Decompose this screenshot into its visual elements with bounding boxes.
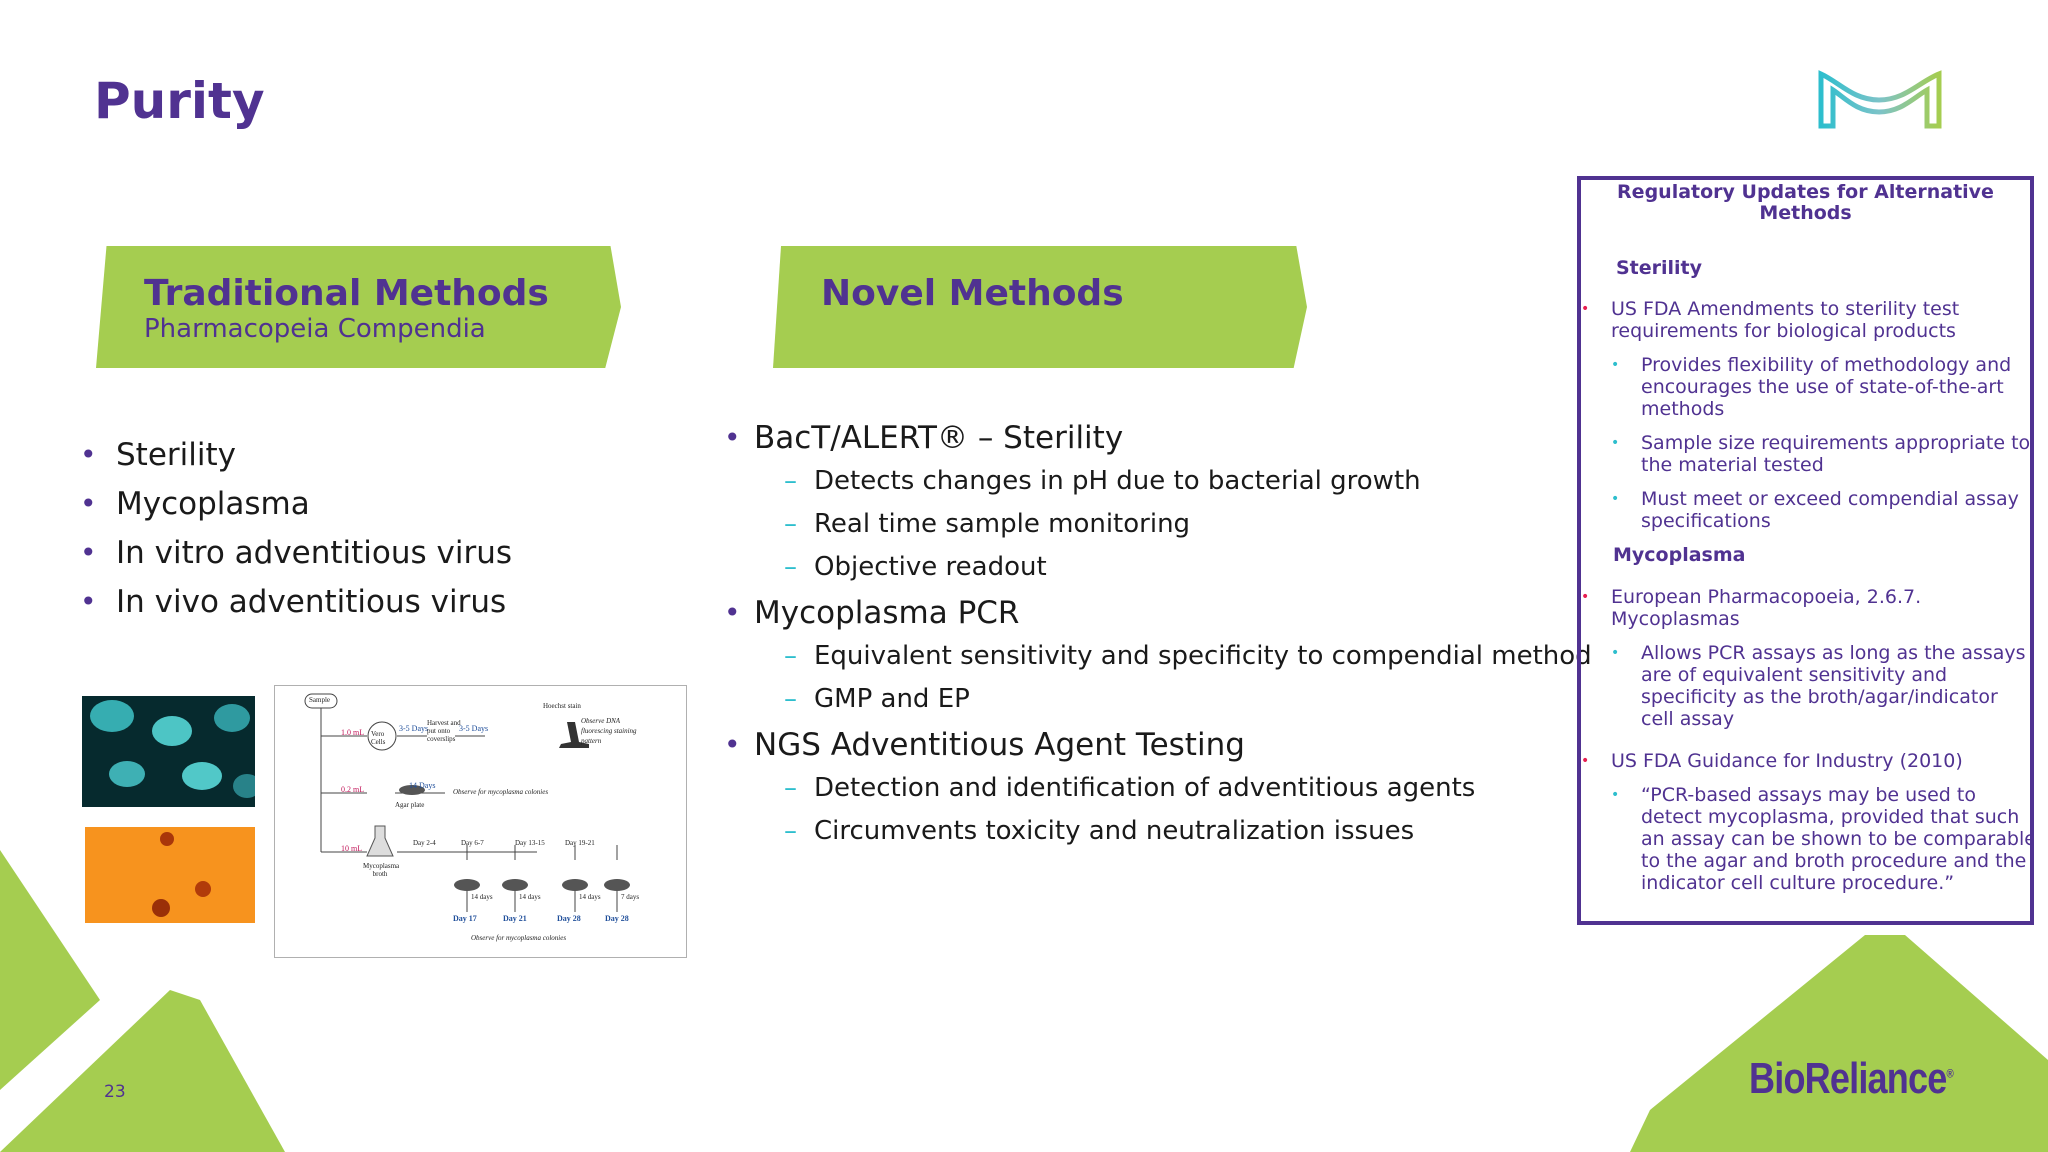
- diagram-14-days: 14 Days: [409, 781, 436, 790]
- list-subitem: Detects changes in pH due to bacterial g…: [784, 464, 1592, 498]
- diagram-final-day: Day 28: [557, 914, 581, 923]
- brand-mark: ®: [1946, 1066, 1954, 1081]
- microscope-icon: [559, 722, 589, 748]
- novel-list: BacT/ALERT® – Sterility Detects changes …: [724, 418, 1592, 848]
- traditional-banner: Traditional Methods Pharmacopeia Compend…: [96, 246, 621, 368]
- diagram-sub-day: Day 13-15: [515, 839, 545, 847]
- diagram-volume-2: 0.2 mL: [341, 785, 365, 794]
- diagram-observe-colonies: Observe for mycoplasma colonies: [453, 788, 549, 796]
- diagram-vero: Vero Cells: [371, 730, 386, 746]
- list-subitem: Real time sample monitoring: [784, 507, 1592, 541]
- regulatory-panel: Regulatory Updates for Alternative Metho…: [1577, 176, 2034, 925]
- panel-title: Regulatory Updates for Alternative Metho…: [1617, 181, 1994, 224]
- petri-dish-icon: [399, 785, 630, 891]
- list-item: NGS Adventitious Agent Testing: [724, 725, 1592, 765]
- mycoplasma-colonies-image: [85, 827, 255, 923]
- panel-section-mycoplasma: Mycoplasma: [1613, 544, 1746, 566]
- panel-item: US FDA Guidance for Industry (2010): [1581, 750, 2030, 772]
- list-subitem: Equivalent sensitivity and specificity t…: [784, 639, 1592, 673]
- diagram-hoechst: Hoechst stain: [543, 702, 581, 710]
- list-subitem: Detection and identification of adventit…: [784, 771, 1592, 805]
- diagram-incubation: 14 days: [519, 893, 541, 901]
- diagram-sub-day: Day 2-4: [413, 839, 436, 847]
- diagram-incubation: 7 days: [621, 893, 640, 901]
- traditional-subheading: Pharmacopeia Compendia: [144, 314, 486, 344]
- diagram-volume-3: 10 mL: [341, 844, 363, 853]
- diagram-agar: Agar plate: [395, 801, 425, 809]
- diagram-volume-1: 1.0 mL: [341, 728, 365, 737]
- diagram-incubation: 14 days: [579, 893, 601, 901]
- diagram-sample-label: Sample: [309, 696, 330, 704]
- brand-logo: BioReliance®: [1749, 1054, 1954, 1104]
- diagram-broth: Mycoplasma broth: [363, 862, 400, 878]
- list-item: BacT/ALERT® – Sterility: [724, 418, 1592, 458]
- diagram-final-day: Day 17: [453, 914, 477, 923]
- diagram-observe-dna: Observe DNA fluorescing staining pattern: [581, 717, 637, 745]
- list-item: In vitro adventitious virus: [80, 533, 512, 582]
- panel-section-sterility: Sterility: [1616, 257, 1703, 279]
- list-subitem: Circumvents toxicity and neutralization …: [784, 814, 1592, 848]
- traditional-heading: Traditional Methods: [144, 273, 549, 314]
- mycoplasma-test-diagram: Sample 1.0 mL 0.2 mL 10 mL Vero Cells 3-…: [274, 685, 687, 958]
- novel-banner: Novel Methods: [773, 246, 1307, 368]
- flask-icon: [366, 825, 394, 857]
- diagram-days-a: 3-5 Days: [399, 724, 429, 733]
- list-item: Mycoplasma: [80, 484, 512, 533]
- list-subitem: GMP and EP: [784, 682, 1592, 716]
- diagram-final-day: Day 28: [605, 914, 629, 923]
- merck-logo-icon: [1818, 70, 1942, 129]
- page-number: 23: [104, 1082, 126, 1102]
- diagram-final-day: Day 21: [503, 914, 527, 923]
- diagram-sub-day: Day 6-7: [461, 839, 484, 847]
- diagram-incubation: 14 days: [471, 893, 493, 901]
- diagram-harvest: Harvest and put onto coverslips: [427, 719, 461, 743]
- page-title: Purity: [94, 72, 265, 130]
- panel-item: US FDA Amendments to sterility test requ…: [1581, 298, 2011, 342]
- list-item: Sterility: [80, 435, 512, 484]
- panel-subitem: Sample size requirements appropriate to …: [1611, 432, 2030, 476]
- diagram-sub-day: Day 19-21: [565, 839, 595, 847]
- diagram-observe-colonies-2: Observe for mycoplasma colonies: [471, 934, 567, 942]
- panel-subitem: Allows PCR assays as long as the assays …: [1611, 642, 2030, 730]
- panel-subitem: Must meet or exceed compendial assay spe…: [1611, 488, 2030, 532]
- diagram-days-b: 3-5 Days: [459, 724, 489, 733]
- list-subitem: Objective readout: [784, 550, 1592, 584]
- panel-subitem: “PCR-based assays may be used to detect …: [1611, 784, 2030, 894]
- novel-heading: Novel Methods: [821, 273, 1124, 314]
- brand-name: BioReliance: [1749, 1054, 1947, 1103]
- list-item: Mycoplasma PCR: [724, 593, 1592, 633]
- list-item: In vivo adventitious virus: [80, 582, 512, 631]
- panel-subitem: Provides flexibility of methodology and …: [1611, 354, 2030, 420]
- fluorescent-cells-image: [82, 696, 255, 807]
- panel-item: European Pharmacopoeia, 2.6.7. Mycoplasm…: [1581, 586, 1941, 630]
- traditional-list: Sterility Mycoplasma In vitro adventitio…: [80, 435, 512, 631]
